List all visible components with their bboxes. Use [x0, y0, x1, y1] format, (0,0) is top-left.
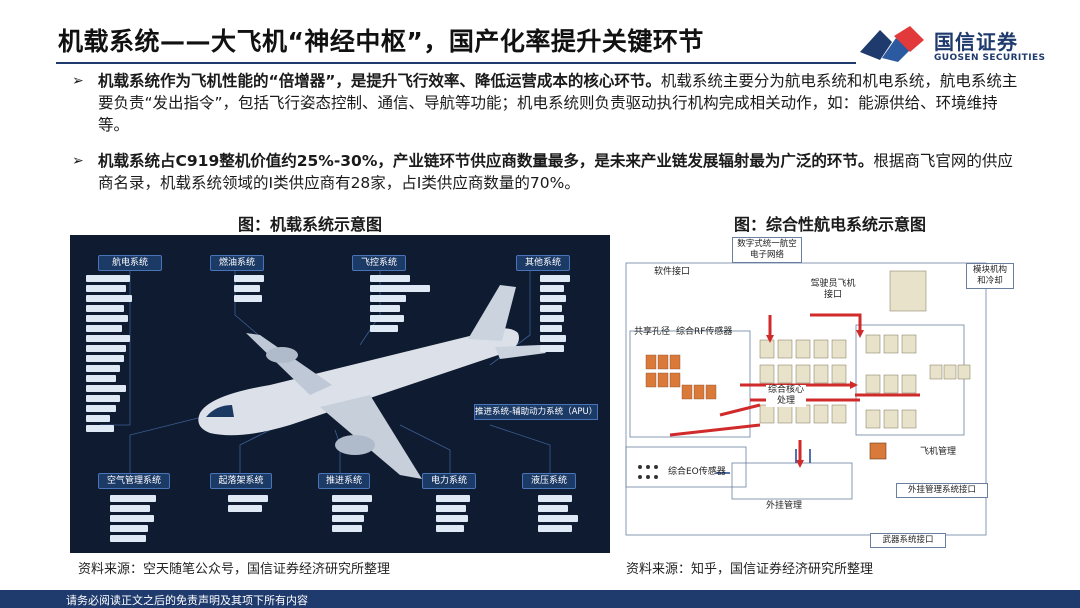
- bullet-list: ➢ 机载系统作为飞机性能的“倍增器”，是提升飞行效率、降低运营成本的核心环节。机…: [68, 70, 1028, 208]
- label-eo-sensor: 综合EO传感器: [668, 467, 726, 477]
- leaf-item: [86, 345, 126, 352]
- leaf-item: [370, 285, 430, 292]
- system-box-air-management: 空气管理系统: [98, 473, 170, 489]
- leaf-item: [110, 495, 156, 502]
- leaf-item: [370, 275, 410, 282]
- leaf-item: [436, 505, 466, 512]
- label-software: 软件接口: [654, 267, 691, 277]
- label-shared-aperture: 共享孔径: [634, 327, 671, 337]
- avionics-schematic: [625, 262, 987, 536]
- leaf-item: [436, 525, 464, 532]
- leaf-item: [540, 275, 570, 282]
- leaf-item: [540, 335, 566, 342]
- label-weapon-iface: 武器系统接口: [870, 533, 946, 548]
- airborne-systems-diagram: 航电系统 燃油系统 飞控系统 其他系统 空气管理系统 起落架系统 推进系统 电力…: [70, 235, 610, 553]
- integrated-avionics-diagram: 数字式统一航空电子网络 软件接口 驾驶员飞机接口 模块机构和冷却 共享孔径 综合…: [620, 235, 1020, 553]
- leaf-item: [234, 275, 264, 282]
- bullet-text: 根据商飞官网的供应商名录，机载系统领域的I类供应商有28家，占I类供应商数量的7…: [98, 152, 1013, 192]
- leaf-item: [86, 315, 128, 322]
- leaf-item: [370, 305, 400, 312]
- leaf-item: [370, 325, 398, 332]
- label-aircraft-mgmt: 飞机管理: [920, 447, 957, 457]
- leaf-item: [538, 495, 572, 502]
- leaf-item: [436, 515, 468, 522]
- arrow-bullet-icon: ➢: [72, 153, 84, 169]
- leaf-item: [86, 285, 126, 292]
- leaf-item: [86, 405, 116, 412]
- system-box-landing-gear: 起落架系统: [210, 473, 272, 489]
- system-box-hydraulic: 液压系统: [522, 473, 576, 489]
- leaf-item: [86, 365, 120, 372]
- label-module: 模块机构和冷却: [966, 263, 1014, 289]
- leaf-item: [86, 355, 124, 362]
- leaf-item: [332, 505, 368, 512]
- leaf-item: [436, 495, 470, 502]
- aircraft-illustration: [100, 270, 551, 479]
- leaf-item: [86, 385, 126, 392]
- leaf-item: [332, 525, 362, 532]
- leaf-item: [228, 505, 262, 512]
- leaf-item: [370, 295, 406, 302]
- logo-text-en: GUOSEN SECURITIES: [934, 53, 1046, 63]
- leaf-item: [110, 535, 146, 542]
- leaf-item: [540, 315, 564, 322]
- guosen-logo-icon: [860, 26, 924, 62]
- leaf-item: [110, 515, 154, 522]
- system-box-flight-control: 飞控系统: [352, 255, 406, 271]
- leaf-item: [538, 505, 568, 512]
- leaf-item: [86, 375, 116, 382]
- leaf-item: [540, 325, 562, 332]
- bullet-text: 机载系统主要分为航电系统和机电系统，航电系统主要负责“发出指令”，包括飞行姿态控…: [98, 72, 1018, 134]
- bullet-bold: 机载系统作为飞机性能的“倍增器”，是提升飞行效率、降低运营成本的核心环节。: [98, 72, 661, 90]
- figure-title-left: 图：机载系统示意图: [237, 215, 382, 234]
- leaf-item: [86, 415, 110, 422]
- leaf-item: [332, 495, 372, 502]
- leaf-item: [540, 285, 564, 292]
- leaf-item: [86, 335, 130, 342]
- leaf-item: [540, 295, 566, 302]
- arrow-bullet-icon: ➢: [72, 73, 84, 89]
- leaf-item: [540, 305, 562, 312]
- footer-disclaimer: 请务必阅读正文之后的免责声明及其项下所有内容: [66, 594, 308, 607]
- label-store-mgmt: 外挂管理: [766, 501, 803, 511]
- leaf-item: [86, 305, 124, 312]
- bullet-bold: 机载系统占C919整机价值约25%-30%，产业链环节供应商数量最多，是未来产业…: [98, 152, 874, 170]
- apu-label: 推进系统-辅助动力系统（APU）: [474, 404, 598, 420]
- system-box-other: 其他系统: [516, 255, 570, 271]
- brand-logo: 国信证券 GUOSEN SECURITIES: [858, 20, 1058, 68]
- leaf-item: [332, 515, 364, 522]
- leaf-item: [86, 295, 132, 302]
- label-core: 综合核心处理: [766, 385, 806, 407]
- leaf-item: [234, 295, 262, 302]
- logo-text-cn: 国信证券: [934, 30, 1018, 54]
- leaf-item: [86, 395, 120, 402]
- label-store-iface: 外挂管理系统接口: [896, 483, 988, 498]
- page-title: 机载系统——大飞机“神经中枢”，国产化率提升关键环节: [58, 27, 704, 56]
- leaf-item: [86, 275, 130, 282]
- leaf-item: [234, 285, 260, 292]
- figure-title-right: 图：综合性航电系统示意图: [733, 215, 926, 234]
- source-left: 资料来源：空天随笔公众号，国信证券经济研究所整理: [78, 562, 391, 577]
- leaf-item: [110, 525, 148, 532]
- source-right: 资料来源：知乎，国信证券经济研究所整理: [626, 562, 874, 577]
- leaf-item: [110, 505, 150, 512]
- footer-bar: 请务必阅读正文之后的免责声明及其项下所有内容: [0, 590, 1080, 608]
- leaf-item: [540, 345, 564, 352]
- leaf-item: [228, 495, 268, 502]
- system-box-fuel: 燃油系统: [210, 255, 264, 271]
- system-box-power: 电力系统: [422, 473, 476, 489]
- leaf-item: [538, 515, 578, 522]
- title-divider: [56, 62, 856, 64]
- system-box-propulsion: 推进系统: [318, 473, 370, 489]
- bullet-item: ➢ 机载系统占C919整机价值约25%-30%，产业链环节供应商数量最多，是未来…: [68, 150, 1028, 194]
- label-network: 数字式统一航空电子网络: [732, 237, 802, 263]
- leaf-item: [538, 525, 572, 532]
- system-box-avionics: 航电系统: [98, 255, 162, 271]
- label-rf-sensor: 综合RF传感器: [676, 327, 733, 337]
- label-cockpit: 驾驶员飞机接口: [810, 279, 856, 300]
- leaf-item: [86, 425, 114, 432]
- leaf-item: [370, 315, 404, 322]
- leaf-item: [86, 325, 122, 332]
- bullet-item: ➢ 机载系统作为飞机性能的“倍增器”，是提升飞行效率、降低运营成本的核心环节。机…: [68, 70, 1028, 136]
